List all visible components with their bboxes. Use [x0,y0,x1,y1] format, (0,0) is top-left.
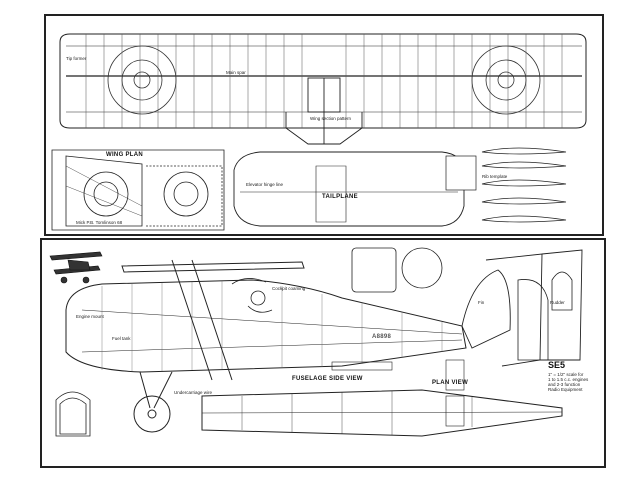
fuselage-drawing [49,247,583,437]
wing-centre-section [285,77,363,145]
elevator-hinge-note: Elevator hinge line [246,182,284,187]
rib-sections [445,147,567,223]
wing-plan-title: WING PLAN [106,152,144,158]
undercarriage [133,371,173,433]
small-parts [331,359,465,427]
fin-note: Fin [478,300,485,305]
fuselage-side-outline [65,278,467,373]
model-desc-line-1: 1" = 1/2" scale for [548,372,584,377]
fuselage-sheet: FUSELAGE SIDE VIEW PLAN VIEW SE5 1" = 1/… [40,238,606,468]
tailplane-outline [233,151,465,227]
undercarriage-note: Undercarriage wire [174,390,213,395]
model-desc-line-2: 1 to 1.5 c.c. engines [548,377,589,382]
fuselage-stations [101,281,443,371]
model-name: SE5 [548,360,566,370]
pilot-figure [247,290,273,313]
engine-mount-note: Engine mount [76,314,104,319]
wing-plan-drawing [51,33,587,231]
model-desc-line-3: and 2-3 function [548,382,581,387]
wing-plan-sheet: WING PLAN TAILPLANE Mick P.B. Tomlinson … [44,14,604,236]
wing-plan-detail [51,149,225,231]
plan-view-title: PLAN VIEW [432,380,469,386]
fuselage-side-view-title: FUSELAGE SIDE VIEW [292,376,363,382]
biplane-sketch [49,251,103,284]
wing-roundels [107,45,541,115]
formers [351,247,573,361]
wing-struts [121,259,305,381]
centre-section-note: Wing section pattern [310,116,352,121]
rib-template-note: Rib template [482,174,508,179]
fuel-tank-note: Fuel tank [112,336,131,341]
front-former [55,391,91,437]
main-spar-note: Main spar [226,70,246,75]
fuselage-plan-outline [201,389,563,437]
tailplane-title: TAILPLANE [322,194,358,200]
rudder-note: Rudder [550,300,565,305]
cockpit-coaming-note: Cockpit coaming [272,286,306,291]
tip-former-note: Tip former [66,56,87,61]
model-desc-line-4: Radio Equipment [548,387,583,392]
fin-rudder [461,249,583,367]
serial-marking: A8898 [372,334,392,340]
wing-credit-note: Mick P.B. Tomlinson 68 [76,220,123,225]
